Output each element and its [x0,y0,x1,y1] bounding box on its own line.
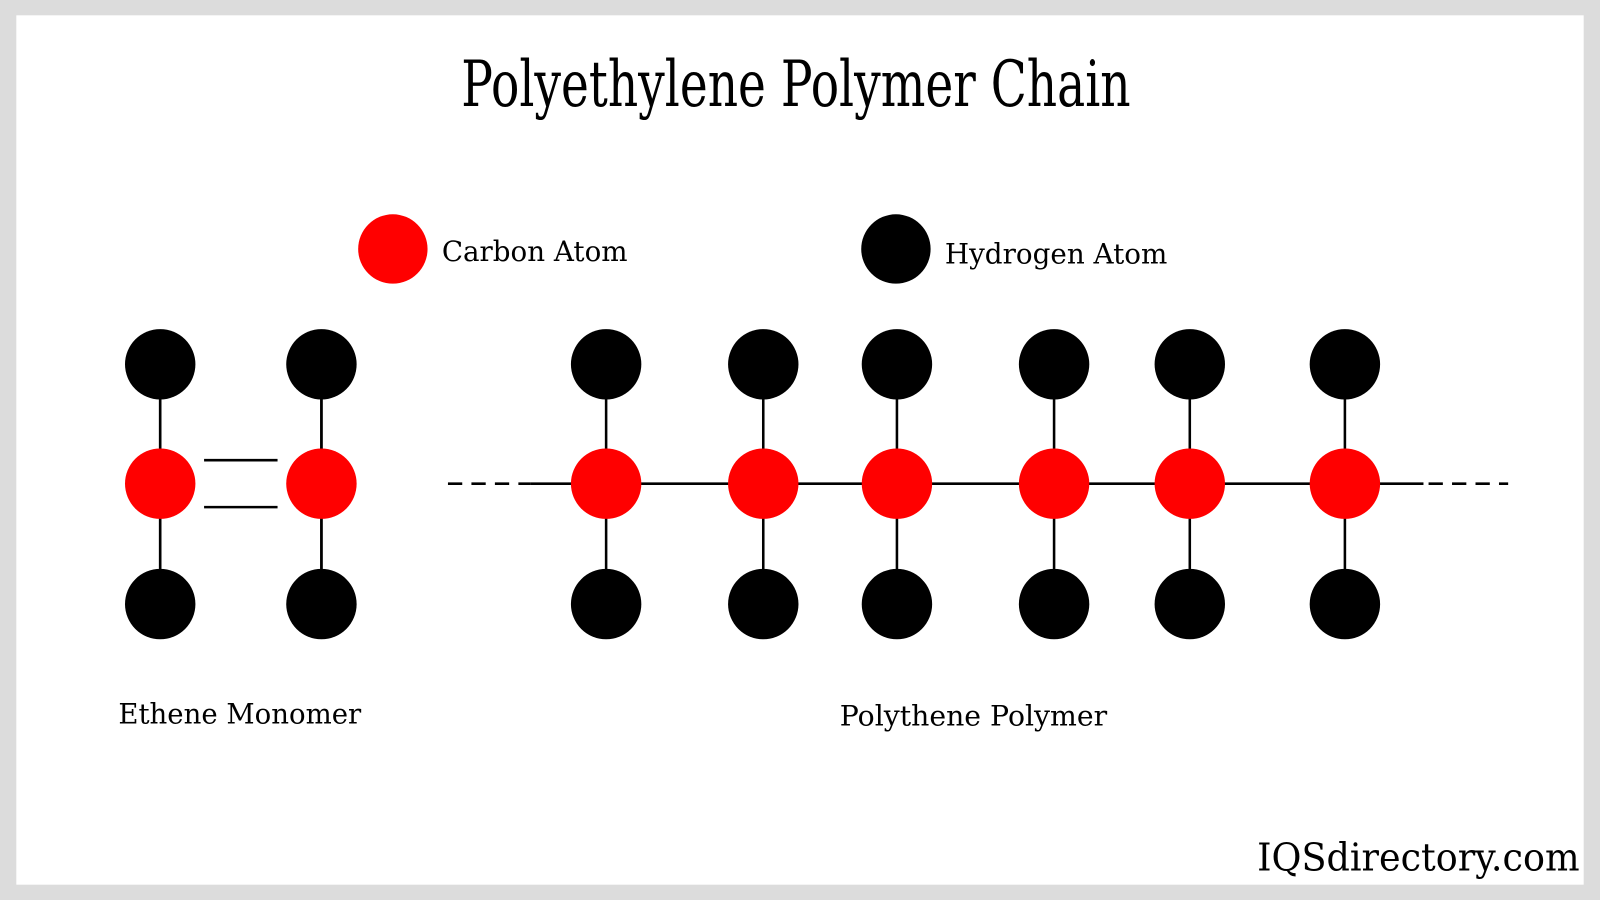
hydrogen-atom [570,329,642,400]
hydrogen-atom [286,329,357,400]
hydrogen-atom [1018,568,1090,640]
carbon-atom [1309,448,1381,519]
hydrogen-atom [570,568,642,640]
carbon-atom [570,448,642,519]
legend-carbon-label: Carbon Atom [442,236,628,268]
carbon-atom [861,448,933,519]
hydrogen-atom [861,329,933,400]
hydrogen-atom [1154,568,1225,640]
carbon-atom [1154,448,1225,519]
hydrogen-atom [1018,329,1090,400]
hydrogen-atom [1309,329,1381,400]
carbon-atom [728,448,799,519]
legend-carbon-icon [358,214,428,284]
polymer-atoms [570,329,1381,640]
hydrogen-atom [728,568,799,640]
hydrogen-atom [286,568,357,640]
hydrogen-atom [1154,329,1225,400]
legend-hydrogen-icon [861,214,931,284]
hydrogen-atom [125,568,196,640]
legend: Carbon Atom Hydrogen Atom [358,214,1167,284]
hydrogen-atom [1309,568,1381,640]
legend-hydrogen-label: Hydrogen Atom [945,238,1167,270]
hydrogen-atom [861,568,933,640]
hydrogen-atom [728,329,799,400]
hydrogen-atom [125,329,196,400]
watermark-logo: IQSdirectory.com [1257,835,1579,880]
polymer-label: Polythene Polymer [840,701,1108,733]
canvas-background [16,15,1584,885]
carbon-atom [125,448,196,519]
carbon-atom [1018,448,1090,519]
carbon-atom [286,448,357,519]
monomer-atoms [125,329,357,640]
monomer-label: Ethene Monomer [118,698,362,730]
diagram-title: Polyethylene Polymer Chain [461,47,1130,121]
